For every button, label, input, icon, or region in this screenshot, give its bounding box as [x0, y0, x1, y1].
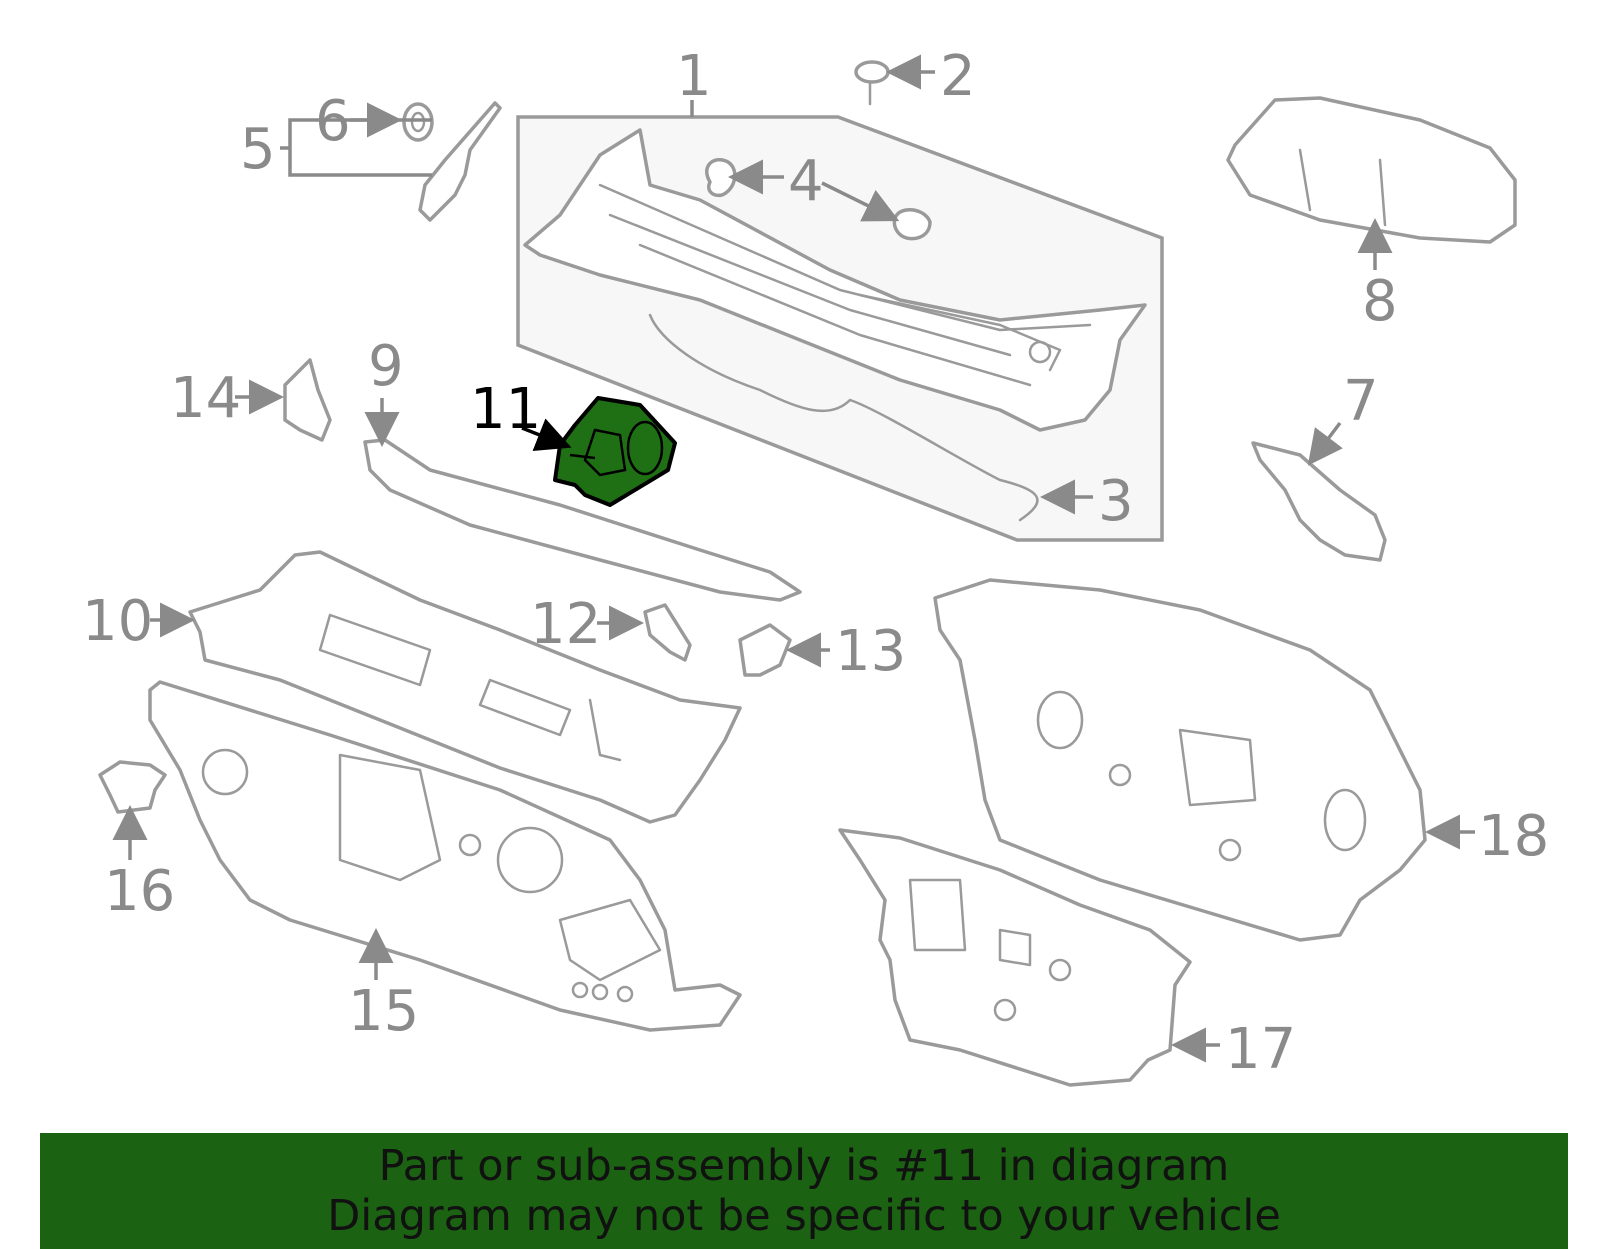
- part-15-dash-panel: [148, 680, 742, 1032]
- part-9-weatherstrip: [363, 438, 802, 602]
- callout-12: 12: [530, 592, 601, 657]
- callout-3: 3: [1098, 469, 1134, 534]
- callout-17: 17: [1225, 1017, 1296, 1082]
- callout-5: 5: [240, 117, 276, 182]
- part-11-highlighted: [553, 396, 677, 507]
- callout-18: 18: [1478, 804, 1549, 869]
- part-10-cowl-member: [188, 550, 742, 824]
- part-17-insulator: [838, 828, 1192, 1087]
- part-18-insulator: [933, 578, 1427, 942]
- part-13-clip: [738, 623, 792, 677]
- callout-11: 11: [470, 377, 541, 442]
- callout-9: 9: [368, 334, 404, 399]
- part-7-bracket: [1251, 441, 1387, 562]
- part-5-bracket: [418, 101, 502, 222]
- part-2-clip: [854, 60, 890, 106]
- part-6-grommet: [402, 102, 434, 142]
- callout-7: 7: [1343, 369, 1379, 434]
- info-banner: Part or sub-assembly is #11 in diagram D…: [40, 1133, 1568, 1249]
- part-8-cover: [1226, 96, 1517, 244]
- part-1-cowl-panel: [516, 115, 1164, 542]
- callout-8: 8: [1362, 269, 1398, 334]
- callout-15: 15: [348, 979, 419, 1044]
- banner-line-2: Diagram may not be specific to your vehi…: [327, 1191, 1281, 1241]
- banner-line-1: Part or sub-assembly is #11 in diagram: [378, 1141, 1230, 1191]
- callout-10: 10: [82, 589, 153, 654]
- part-16-clip: [98, 760, 167, 814]
- callout-14: 14: [170, 366, 241, 431]
- callout-1: 1: [676, 44, 712, 109]
- leader-lines: [112, 54, 1475, 1063]
- part-12-bracket: [643, 603, 692, 662]
- callout-6: 6: [315, 89, 351, 154]
- callout-13: 13: [835, 619, 906, 684]
- part-14-bracket: [283, 358, 332, 442]
- callout-4: 4: [788, 149, 824, 214]
- callout-16: 16: [104, 859, 175, 924]
- callout-2: 2: [940, 44, 976, 109]
